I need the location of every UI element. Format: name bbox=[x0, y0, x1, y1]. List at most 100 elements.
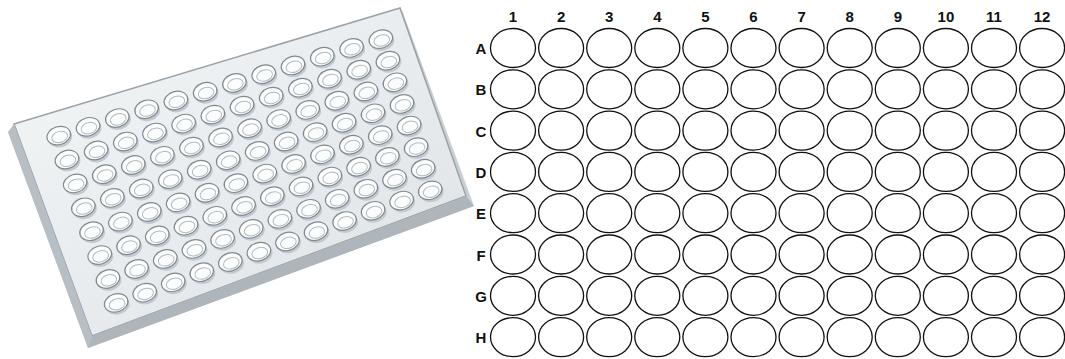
plate-well bbox=[131, 280, 161, 307]
well-rim bbox=[258, 184, 286, 208]
well-rim bbox=[302, 219, 330, 243]
well-bottom bbox=[178, 219, 197, 234]
well-circle bbox=[972, 235, 1017, 274]
row-letter: C bbox=[476, 123, 487, 138]
well-circle bbox=[635, 70, 680, 109]
plate-well bbox=[216, 250, 246, 277]
well-circle bbox=[635, 111, 680, 150]
well-circle bbox=[923, 194, 968, 233]
plate-well bbox=[45, 123, 75, 150]
well-bottom bbox=[138, 103, 157, 118]
well-rim bbox=[199, 102, 227, 126]
well-bottom bbox=[112, 215, 131, 230]
well-rim bbox=[131, 281, 159, 305]
plate-well bbox=[373, 145, 403, 172]
well-circle bbox=[539, 318, 584, 357]
well-circle bbox=[827, 318, 872, 357]
well-rim bbox=[294, 197, 322, 221]
well-circle bbox=[779, 111, 824, 150]
well-bottom bbox=[272, 213, 291, 228]
well-circle bbox=[827, 111, 872, 150]
well-bottom bbox=[401, 119, 420, 134]
well-bottom bbox=[336, 215, 355, 230]
well-rim bbox=[148, 144, 176, 168]
well-bottom bbox=[183, 140, 202, 155]
plate-well bbox=[201, 203, 231, 230]
well-rim bbox=[177, 135, 205, 159]
well-circle bbox=[972, 194, 1017, 233]
plate-well bbox=[193, 180, 223, 207]
well-rim bbox=[330, 209, 358, 233]
well-bottom bbox=[199, 186, 218, 201]
well-rim bbox=[82, 138, 110, 162]
well-bottom bbox=[307, 126, 326, 141]
well-bottom bbox=[96, 168, 115, 183]
well-bottom bbox=[264, 190, 283, 205]
well-circle bbox=[923, 235, 968, 274]
plate-well bbox=[257, 84, 287, 111]
well-bottom bbox=[205, 108, 224, 123]
row-letter: A bbox=[476, 41, 487, 56]
plate-well bbox=[119, 153, 149, 180]
plate-well bbox=[164, 190, 194, 217]
well-bottom bbox=[278, 135, 297, 150]
well-rim bbox=[359, 199, 387, 223]
well-rim bbox=[135, 200, 163, 224]
well-rim bbox=[103, 106, 131, 130]
well-rim bbox=[416, 178, 444, 202]
well-bottom bbox=[133, 182, 152, 197]
well-circle bbox=[779, 318, 824, 357]
plate-well bbox=[69, 195, 99, 222]
column-number: 11 bbox=[986, 9, 1002, 24]
well-plate-illustration bbox=[0, 0, 480, 359]
well-circle bbox=[587, 194, 632, 233]
well-rim bbox=[380, 167, 408, 191]
plate-well bbox=[90, 162, 120, 189]
column-number: 8 bbox=[846, 9, 854, 24]
well-rim bbox=[188, 260, 216, 284]
plate-well bbox=[74, 114, 104, 141]
well-circle bbox=[875, 70, 920, 109]
well-bottom bbox=[415, 162, 434, 177]
well-circle bbox=[683, 194, 728, 233]
well-bottom bbox=[358, 85, 377, 100]
well-rim bbox=[279, 53, 307, 77]
well-bottom bbox=[379, 151, 398, 166]
well-bottom bbox=[125, 159, 144, 174]
well-bottom bbox=[249, 145, 268, 160]
well-bottom bbox=[293, 180, 312, 195]
plate-well bbox=[103, 106, 133, 133]
well-circle bbox=[587, 235, 632, 274]
well-rim bbox=[344, 155, 372, 179]
well-circle bbox=[635, 29, 680, 68]
well-circle bbox=[587, 276, 632, 315]
plate-well bbox=[323, 88, 353, 115]
well-circle bbox=[1020, 276, 1065, 315]
well-bottom bbox=[387, 76, 406, 91]
plate-well bbox=[106, 209, 136, 236]
well-rim bbox=[98, 186, 126, 210]
well-circle bbox=[539, 70, 584, 109]
well-bottom bbox=[285, 158, 304, 173]
well-rim bbox=[162, 88, 190, 112]
well-circle bbox=[779, 70, 824, 109]
plate-front bbox=[88, 196, 474, 348]
well-rim bbox=[172, 214, 200, 238]
well-bottom bbox=[285, 59, 304, 74]
well-rim bbox=[228, 94, 256, 118]
well-circle bbox=[923, 318, 968, 357]
well-rim bbox=[286, 76, 314, 100]
plate-well bbox=[395, 113, 425, 140]
well-bottom bbox=[299, 104, 318, 119]
well-bottom bbox=[386, 172, 405, 187]
well-rim bbox=[287, 174, 315, 198]
plate-well bbox=[199, 102, 229, 129]
well-rim bbox=[222, 171, 250, 195]
well-bottom bbox=[67, 177, 86, 192]
well-rim bbox=[388, 188, 416, 212]
well-circle bbox=[539, 152, 584, 191]
well-bottom bbox=[228, 177, 247, 192]
well-bottom bbox=[314, 50, 333, 65]
well-rim bbox=[374, 49, 402, 73]
